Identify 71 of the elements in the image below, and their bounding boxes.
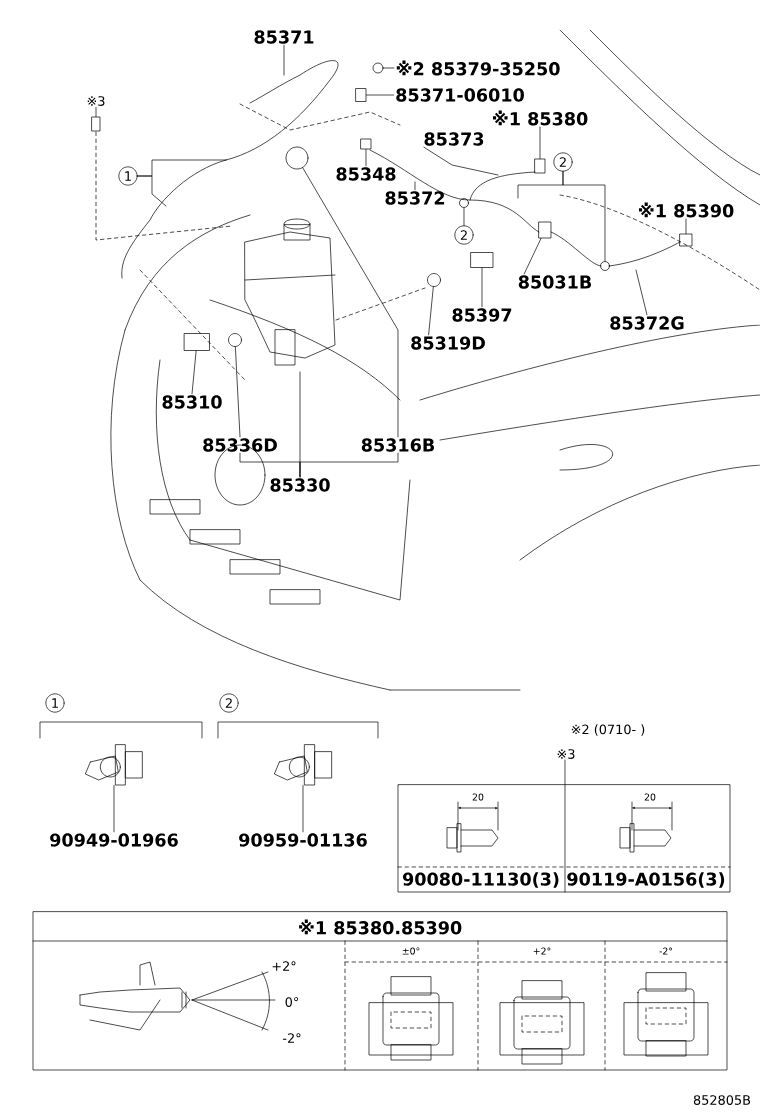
part-number: 90080-11130(3) [402, 872, 559, 888]
part-shape [679, 233, 693, 247]
part-number: 90959-01136 [239, 833, 367, 847]
clip-drawing [273, 744, 332, 786]
leader-line [481, 267, 483, 308]
part-number: 85336D [203, 438, 277, 452]
part-number: 85348 [336, 167, 396, 181]
part-ring [285, 146, 309, 170]
part-shape [360, 138, 372, 150]
part-number: ※1 85380 [493, 110, 588, 126]
angle-label: 0° [285, 997, 299, 1007]
column-header: ±0° [402, 947, 420, 955]
part-number: 85371 [254, 30, 314, 44]
leader-line [283, 44, 285, 76]
part-number: 85371-06010 [396, 88, 524, 102]
part-number: 85373 [424, 132, 484, 146]
leader-line [302, 785, 304, 833]
leader-line [423, 146, 499, 176]
part-ring [459, 198, 469, 208]
part-number: 85372G [610, 316, 684, 330]
leader-line [428, 286, 434, 336]
drawing-number: 852805B [693, 1095, 751, 1105]
part-ring [228, 333, 242, 347]
dimension-label: 20 [644, 793, 656, 801]
part-shape [355, 88, 367, 102]
part-number: 85031B [518, 275, 592, 289]
leader-line [137, 175, 167, 207]
leader-line [414, 181, 416, 191]
dimension-label: 20 [472, 793, 484, 801]
part-number: ※1 85390 [639, 202, 734, 218]
leader-line [635, 269, 648, 316]
note-text: ※3 [557, 749, 575, 759]
column-header: -2° [659, 947, 673, 955]
column-header: +2° [533, 947, 551, 955]
part-shape [538, 221, 552, 239]
leader-line [302, 167, 399, 438]
angle-label: -2° [283, 1033, 301, 1043]
part-number: 90119-A0156(3) [567, 872, 725, 888]
part-number: ※2 85379-35250 [396, 60, 560, 76]
part-shape [91, 116, 101, 132]
leader-line [365, 149, 367, 167]
leader-line [685, 218, 687, 234]
leader-line [191, 350, 197, 395]
leader-line [299, 452, 399, 478]
note-text: ※2 (0710- ) [571, 724, 645, 736]
part-number: 85316B [361, 438, 435, 452]
part-shape [534, 158, 546, 174]
callout-mark: ※3 [87, 96, 105, 106]
leader-line [463, 207, 465, 226]
part-number: 85319D [411, 336, 485, 350]
leader-line [95, 107, 97, 117]
table-header: ※1 85380.85390 [299, 919, 462, 935]
part-ring [600, 261, 610, 271]
part-number: 85310 [162, 395, 222, 409]
angle-label: +2° [272, 961, 296, 971]
part-shape [470, 252, 494, 268]
leader-line [523, 238, 542, 275]
part-number: 85372 [385, 191, 445, 205]
clip-drawing [85, 744, 143, 786]
leader-line [235, 346, 241, 438]
part-number: 90949-01966 [50, 833, 178, 847]
part-ring [372, 62, 384, 74]
part-number: 85397 [452, 308, 512, 322]
part-number: 85330 [270, 478, 330, 492]
leader-line [562, 171, 606, 262]
part-shape [184, 333, 210, 351]
leader-line [366, 94, 395, 96]
leader-line [113, 785, 115, 833]
leader-line [383, 67, 395, 69]
leader-line [539, 126, 541, 159]
part-ring [427, 273, 441, 287]
